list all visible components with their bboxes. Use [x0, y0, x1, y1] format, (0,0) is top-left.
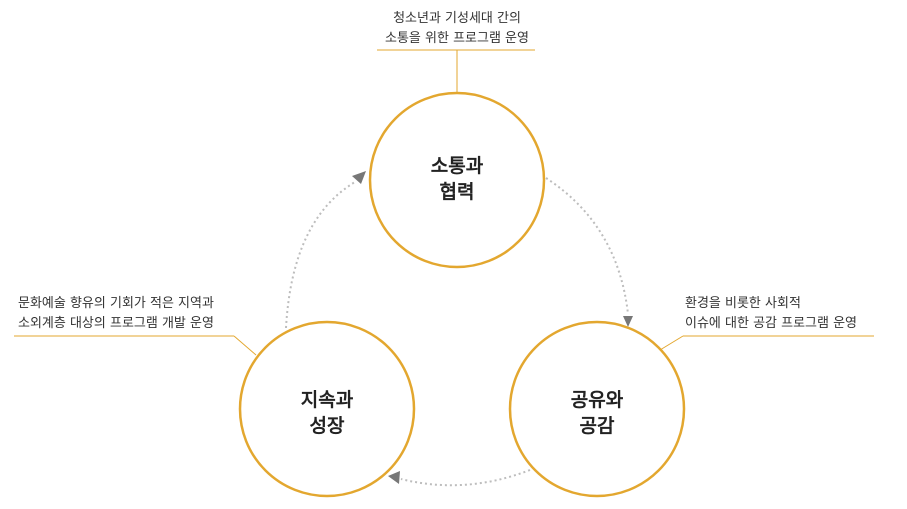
right-caption-line1: 환경을 비롯한 사회적: [685, 296, 801, 311]
arrow-left-to-top: [285, 181, 356, 329]
cycle-arrows: [285, 171, 633, 487]
arrow-head-left: [388, 471, 400, 484]
top-label-line1: 소통과: [431, 155, 484, 177]
left-label-line2: 성장: [310, 415, 345, 437]
top-caption-line1: 청소년과 기성세대 간의: [393, 11, 521, 26]
top-caption-line2: 소통을 위한 프로그램 운영: [385, 31, 529, 46]
arrow-head-top: [352, 171, 366, 184]
arrow-top-to-right: [545, 177, 629, 315]
circle-labels: 소통과 협력 공유와 공감 지속과 성장: [301, 155, 624, 437]
captions: 청소년과 기성세대 간의 소통을 위한 프로그램 운영 환경을 비롯한 사회적 …: [18, 11, 857, 331]
top-label-line2: 협력: [440, 181, 475, 203]
left-caption-line2: 소외계층 대상의 프로그램 개발 운영: [18, 316, 214, 331]
leader-lines: [14, 49, 874, 356]
left-caption-line1: 문화예술 향유의 기회가 적은 지역과: [18, 296, 214, 311]
arrow-head-right: [623, 316, 633, 327]
circle-top: [368, 91, 546, 269]
right-leader: [659, 335, 684, 351]
left-label-line1: 지속과: [301, 389, 354, 411]
right-caption-line2: 이슈에 대한 공감 프로그램 운영: [685, 316, 857, 331]
left-leader: [233, 335, 257, 356]
right-label-line2: 공감: [580, 415, 615, 437]
circle-right: [508, 320, 686, 498]
circles: [238, 91, 686, 498]
circle-left: [238, 320, 416, 498]
arrow-right-to-left: [400, 469, 531, 487]
right-label-line1: 공유와: [571, 389, 624, 411]
